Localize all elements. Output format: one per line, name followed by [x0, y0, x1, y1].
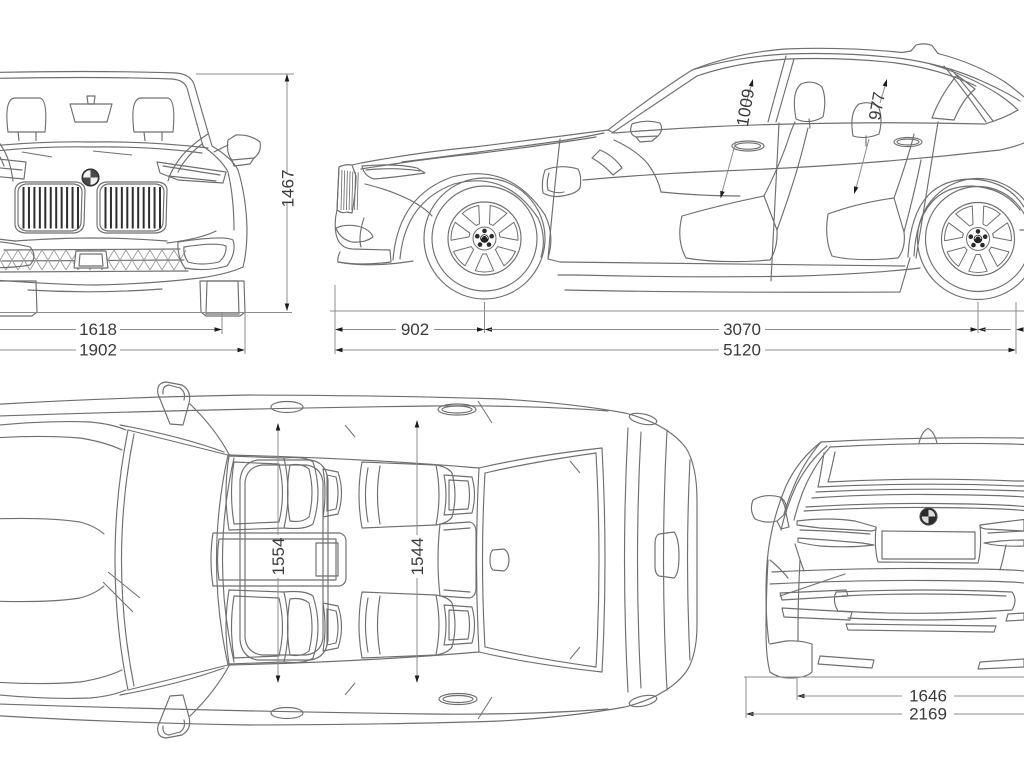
svg-text:2169: 2169	[909, 705, 947, 724]
svg-text:1618: 1618	[79, 320, 117, 339]
svg-text:902: 902	[401, 320, 429, 339]
svg-text:977: 977	[865, 90, 889, 121]
svg-text:5120: 5120	[723, 341, 761, 360]
svg-text:1544: 1544	[408, 538, 427, 576]
svg-text:1646: 1646	[909, 687, 947, 706]
svg-text:1902: 1902	[79, 341, 117, 360]
svg-text:1554: 1554	[269, 538, 288, 576]
svg-text:1467: 1467	[279, 170, 298, 208]
svg-text:3070: 3070	[723, 320, 761, 339]
